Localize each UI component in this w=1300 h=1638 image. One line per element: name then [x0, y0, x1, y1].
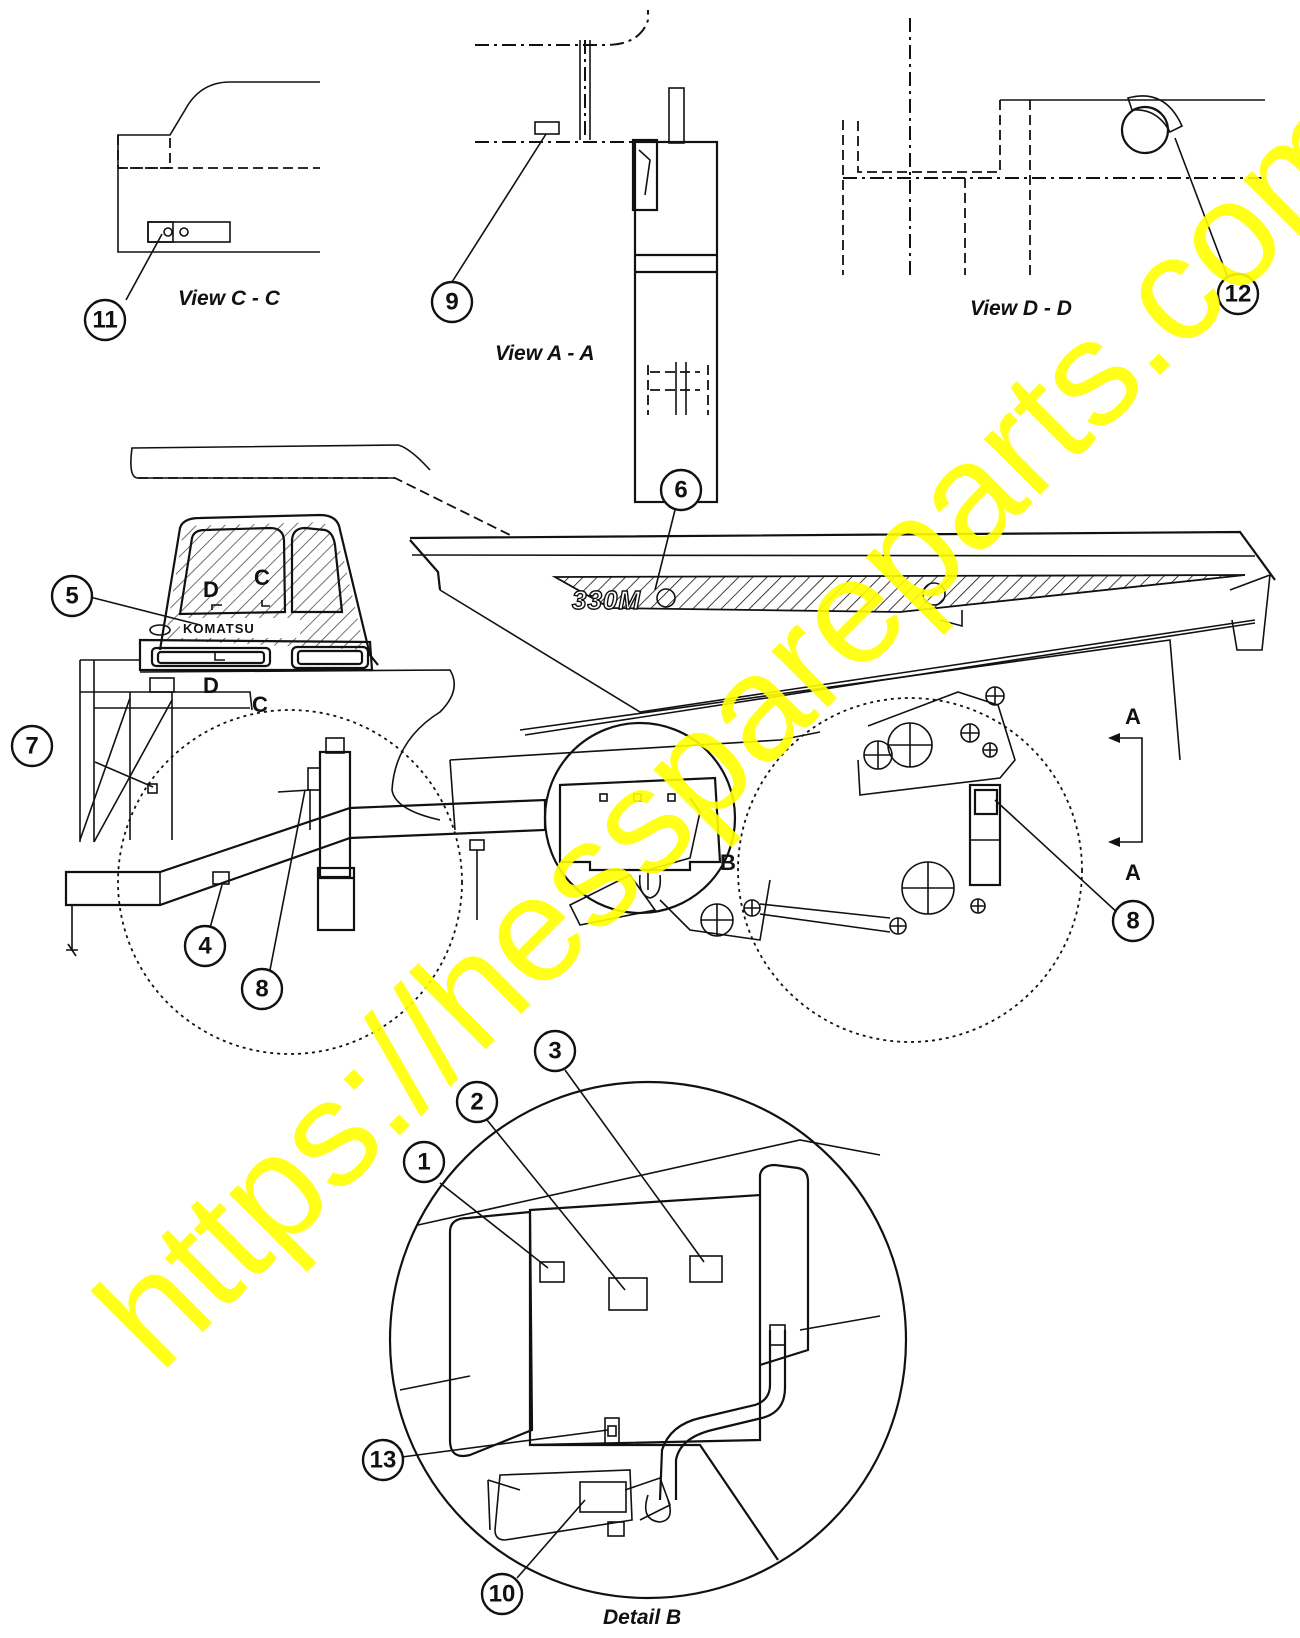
- section-d-lower: D: [203, 673, 219, 698]
- section-c-upper: C: [254, 565, 270, 590]
- svg-text:13: 13: [370, 1447, 397, 1474]
- svg-text:11: 11: [92, 307, 117, 334]
- callout-7: 7: [10, 724, 54, 768]
- callout-4: 4: [183, 924, 227, 968]
- callout-8-rear: 8: [1111, 899, 1155, 943]
- view-cc-label: View C - C: [178, 287, 281, 310]
- section-b: B: [720, 850, 736, 875]
- callout-11: 11: [83, 298, 127, 342]
- svg-text:2: 2: [470, 1089, 483, 1116]
- callout-8-front: 8: [240, 967, 284, 1011]
- section-a-bottom: A: [1125, 860, 1141, 885]
- view-aa-drawing: View A - A: [451, 10, 719, 504]
- svg-text:3: 3: [548, 1038, 561, 1065]
- callout-2: 2: [455, 1080, 499, 1124]
- truck-side-view: 330M D C KOMATSU D C: [64, 444, 1276, 1055]
- callout-12: 12: [1216, 272, 1260, 316]
- callout-5: 5: [50, 574, 94, 618]
- callout-10: 10: [480, 1572, 524, 1616]
- view-aa-label: View A - A: [495, 342, 595, 365]
- watermark-text: https://hesspareparts.com/: [64, 29, 1300, 1398]
- svg-text:7: 7: [25, 733, 38, 760]
- callout-13: 13: [361, 1438, 405, 1482]
- svg-text:8: 8: [1126, 908, 1139, 935]
- body-stripe-decal: [551, 574, 1246, 613]
- detail-b-label: Detail B: [603, 1606, 681, 1629]
- svg-text:1: 1: [417, 1149, 430, 1176]
- callout-6: 6: [659, 468, 703, 512]
- svg-text:4: 4: [198, 933, 212, 960]
- callout-9: 9: [430, 280, 474, 324]
- section-d-upper: D: [203, 577, 219, 602]
- svg-text:12: 12: [1225, 281, 1252, 308]
- svg-text:5: 5: [65, 583, 78, 610]
- view-dd-label: View D - D: [970, 297, 1072, 320]
- view-cc-drawing: View C - C: [117, 81, 320, 310]
- view-dd-drawing: View D - D: [842, 18, 1265, 320]
- detail-b-drawing: Detail B: [388, 1069, 908, 1629]
- model-badge: 330M: [572, 585, 641, 615]
- callout-3: 3: [533, 1029, 577, 1073]
- svg-text:8: 8: [255, 976, 268, 1003]
- svg-text:6: 6: [674, 477, 687, 504]
- brand-decal: KOMATSU: [183, 621, 255, 636]
- svg-text:9: 9: [445, 289, 458, 316]
- svg-text:10: 10: [489, 1581, 516, 1608]
- section-a-top: A: [1125, 704, 1141, 729]
- section-c-lower: C: [252, 692, 268, 717]
- callout-1: 1: [402, 1140, 446, 1184]
